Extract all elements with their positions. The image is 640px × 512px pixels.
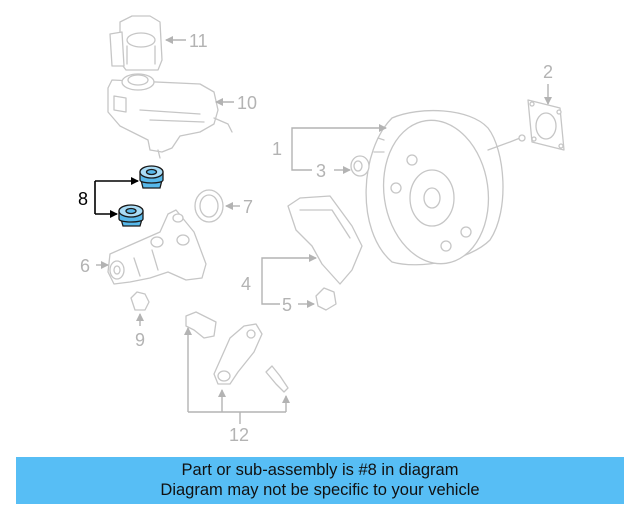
- callout-6: 6: [80, 256, 90, 276]
- callout-2: 2: [543, 62, 553, 82]
- reservoir-part: [107, 73, 233, 159]
- callout-9: 9: [135, 330, 145, 350]
- plug-part: [130, 291, 150, 311]
- callout-8: 8: [78, 189, 88, 209]
- heat-shield-part: [287, 195, 363, 285]
- brake-booster-part: [365, 110, 526, 266]
- leader-lines-highlighted: [94, 177, 139, 218]
- callout-3: 3: [316, 161, 326, 181]
- banner-line-part-number: Part or sub-assembly is #8 in diagram: [181, 461, 459, 479]
- callout-11: 11: [189, 31, 208, 51]
- reservoir-cap-part: [109, 15, 163, 71]
- seal-part: [350, 155, 370, 177]
- sensor-bracket-part: [185, 311, 289, 393]
- callout-7: 7: [243, 197, 253, 217]
- callout-4: 4: [241, 274, 251, 294]
- o-ring-part: [194, 189, 224, 223]
- clip-part: [315, 287, 337, 311]
- callout-5: 5: [282, 295, 292, 315]
- callout-1: 1: [272, 139, 282, 159]
- banner-line-disclaimer: Diagram may not be specific to your vehi…: [160, 481, 480, 499]
- callout-12: 12: [229, 425, 249, 445]
- parts-diagram: 1 2 3 4 5 6 7 8 9 10 11 12: [78, 15, 565, 445]
- grommet-part-upper: [139, 165, 164, 189]
- gasket-part: [527, 99, 565, 151]
- master-cylinder-part: [107, 209, 207, 285]
- info-banner: Part or sub-assembly is #8 in diagram Di…: [16, 457, 624, 504]
- leader-lines: [96, 36, 552, 424]
- grommet-part-lower: [118, 204, 144, 227]
- callout-10: 10: [237, 93, 257, 113]
